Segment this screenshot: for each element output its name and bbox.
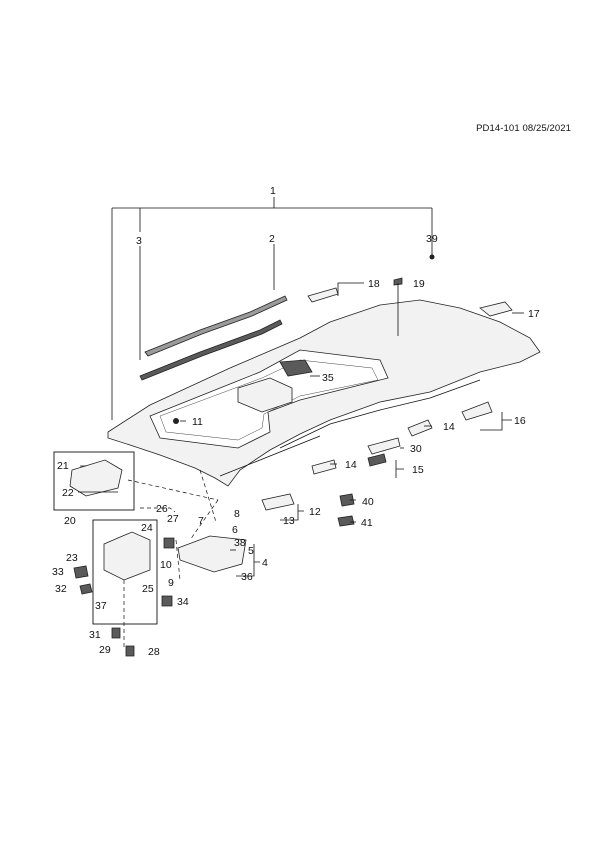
- callout-14-right: 14: [443, 421, 455, 433]
- callout-27: 27: [167, 513, 179, 525]
- part-4-visor: [177, 535, 247, 573]
- callout-21: 21: [57, 460, 69, 472]
- part-19-clip: [393, 277, 403, 286]
- part-30-handle: [367, 437, 401, 455]
- callout-16: 16: [514, 415, 526, 427]
- callout-14-left: 14: [345, 459, 357, 471]
- part-39-clip: [429, 254, 435, 260]
- callout-labels: 1 2 3 4 5 6 7 8 9 10 11 12 13 14 14 15 1…: [52, 185, 540, 658]
- callout-12: 12: [309, 506, 321, 518]
- callout-28: 28: [148, 646, 160, 658]
- callout-17: 17: [528, 308, 540, 320]
- callout-24: 24: [141, 522, 153, 534]
- callout-34: 34: [177, 596, 189, 608]
- callout-23: 23: [66, 552, 78, 564]
- part-41-clip: [337, 515, 355, 527]
- part-40-clip: [339, 493, 355, 507]
- callout-2: 2: [269, 233, 275, 245]
- part-35-console: [237, 359, 313, 413]
- callout-1: 1: [270, 185, 276, 197]
- part-18-bracket: [307, 287, 339, 303]
- callout-10: 10: [160, 559, 172, 571]
- part-11-clip: [173, 418, 179, 424]
- callout-38: 38: [234, 537, 246, 549]
- callout-41: 41: [361, 517, 373, 529]
- part-17-bracket: [479, 301, 513, 317]
- part-12-handle: [261, 493, 295, 511]
- leader-lines: [78, 197, 524, 650]
- callout-8: 8: [234, 508, 240, 520]
- callout-22: 22: [62, 487, 74, 499]
- callout-5: 5: [248, 545, 254, 557]
- callout-33: 33: [52, 566, 64, 578]
- callout-25: 25: [142, 583, 154, 595]
- callout-9: 9: [168, 577, 174, 589]
- callout-30: 30: [410, 443, 422, 455]
- callout-3: 3: [136, 235, 142, 247]
- callout-15: 15: [412, 464, 424, 476]
- callout-31: 31: [89, 629, 101, 641]
- callout-20: 20: [64, 515, 76, 527]
- inset-20: [53, 451, 135, 511]
- callout-4: 4: [262, 557, 268, 569]
- callout-11: 11: [192, 416, 203, 428]
- callout-40: 40: [362, 496, 374, 508]
- callout-29: 29: [99, 644, 111, 656]
- part-14-handle-right: [407, 419, 433, 437]
- callout-13: 13: [283, 515, 295, 527]
- callout-32: 32: [55, 583, 67, 595]
- document-id: PD14-101 08/25/2021: [476, 123, 571, 134]
- callout-18: 18: [368, 278, 380, 290]
- part-16-handle: [461, 401, 493, 421]
- inset-23-console: [73, 519, 175, 657]
- callout-26: 26: [156, 503, 168, 515]
- callout-35: 35: [322, 372, 334, 384]
- callout-39: 39: [426, 233, 438, 245]
- part-15-clip: [367, 453, 387, 467]
- roof-rail-trim: [139, 295, 288, 381]
- callout-19: 19: [413, 278, 425, 290]
- part-14-handle-left: [311, 459, 337, 475]
- callout-36: 36: [241, 571, 253, 583]
- callout-7: 7: [198, 515, 204, 527]
- callout-6: 6: [232, 524, 238, 536]
- callout-37: 37: [95, 600, 107, 612]
- headliner-panel: [107, 299, 541, 487]
